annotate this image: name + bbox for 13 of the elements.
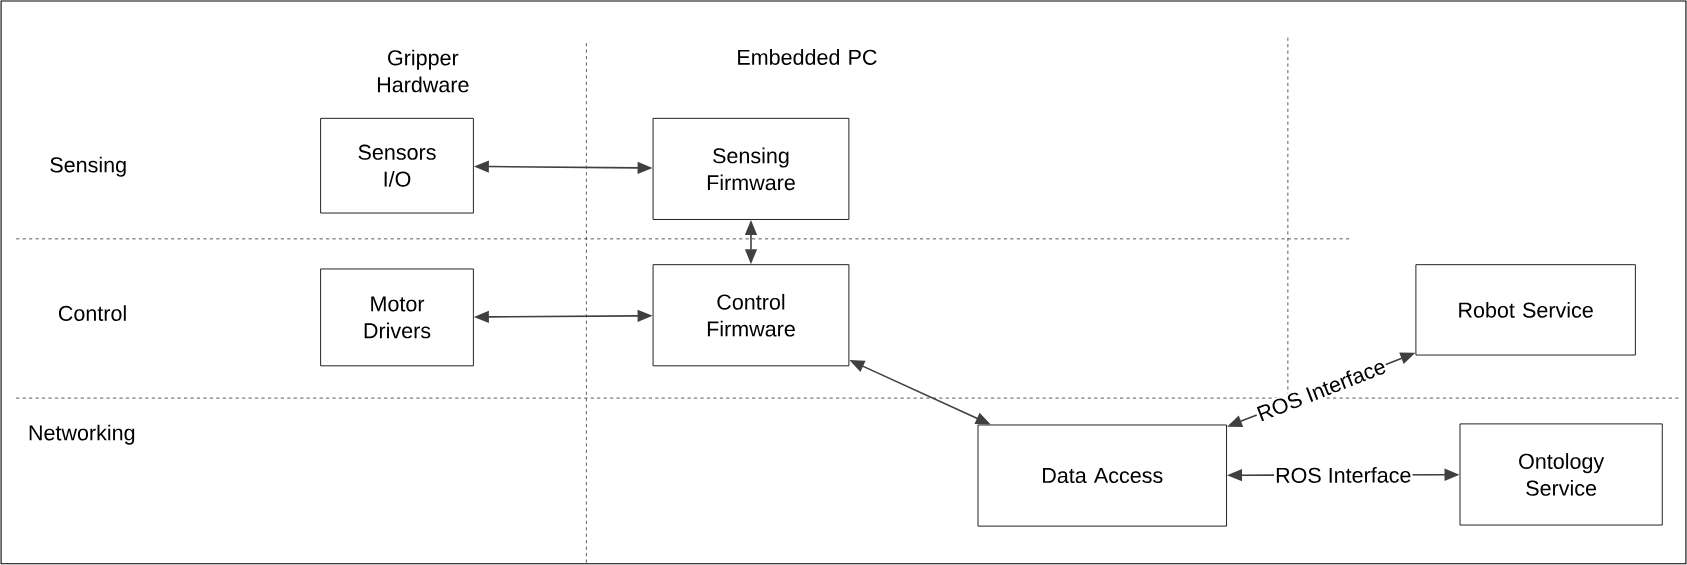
process-box: Data Access [977,424,1227,527]
section-label: Gripper Hardware [377,49,469,93]
section-label: Embedded PC [738,49,877,65]
section-label: Control [58,305,126,322]
process-box: Ontology Service [1459,423,1663,526]
process-box: Robot Service [1415,264,1636,356]
process-box: Sensors I/O [320,118,474,214]
process-box: Control Firmware [652,264,850,367]
section-label: Sensing [50,156,126,177]
section-label: Networking [29,424,135,445]
process-box: Motor Drivers [320,268,474,367]
process-box: Sensing Firmware [652,118,850,220]
edge-label: ROS Interface [1274,465,1413,485]
